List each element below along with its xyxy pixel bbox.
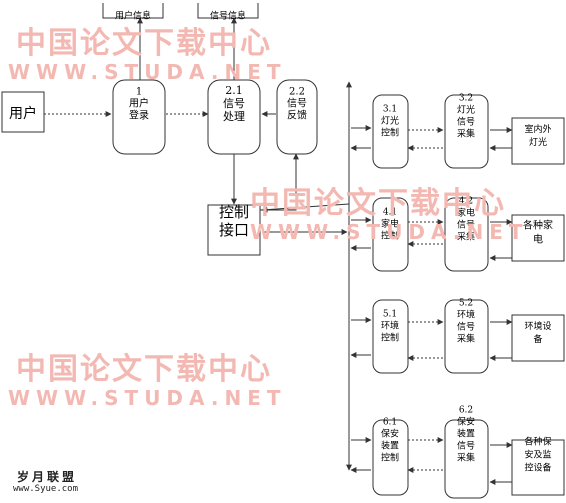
- sec-sig-label-3: 信号: [457, 440, 475, 452]
- signal-proc-label-2: 处理: [223, 110, 245, 123]
- signal-fb-label-1: 信号: [287, 98, 307, 110]
- security-device-box: [511, 439, 565, 496]
- edge-control-fb: [260, 153, 299, 211]
- env-sig-label-0: 5.2: [459, 299, 473, 309]
- security-signal-process: [444, 419, 489, 499]
- appl-sig-label-2: 信号: [457, 219, 475, 231]
- light-control-process: [372, 94, 409, 169]
- user-info-label-0: 用户信息: [115, 10, 151, 22]
- user-box: [1, 91, 45, 133]
- security-control-process: [372, 419, 409, 496]
- light-signal-process: [444, 94, 489, 169]
- appl-sig-label-1: 家电: [457, 207, 475, 219]
- env-sig-label-2: 信号: [457, 321, 475, 333]
- site-logo-url: www.Syue.com: [13, 484, 79, 494]
- signal-process: [207, 79, 261, 155]
- appl-out-label-1: 电: [533, 233, 543, 246]
- env-ctrl-label-1: 环境: [381, 320, 399, 332]
- signal-fb-label-0: 2.2: [289, 87, 305, 98]
- environment-control-process: [372, 299, 409, 374]
- sec-out-label-0: 各种保: [524, 436, 551, 448]
- light-out-label-1: 灯光: [529, 136, 547, 148]
- light-sig-label-3: 采集: [457, 128, 475, 140]
- appliance-signal-process: [444, 197, 489, 272]
- sec-ctrl-label-0: 6.1: [383, 418, 397, 428]
- control-if-label-0: 控制: [219, 203, 249, 221]
- appliance-device-box: [511, 214, 565, 262]
- edge-bus-control-top: [261, 203, 350, 213]
- env-ctrl-label-2: 控制: [381, 332, 399, 344]
- light-sig-label-1: 灯光: [457, 104, 475, 116]
- sec-sig-label-4: 采集: [457, 452, 475, 464]
- sec-ctrl-label-1: 保安: [381, 428, 399, 440]
- appliance-control-process: [372, 197, 409, 272]
- signal-info-label-0: 信号信息: [210, 10, 246, 22]
- sec-sig-label-0: 6.2: [459, 406, 473, 416]
- sec-out-label-1: 安及监: [524, 449, 551, 461]
- light-ctrl-label-1: 灯光: [381, 115, 399, 127]
- light-ctrl-label-0: 3.1: [383, 105, 397, 115]
- signal-feedback-process: [276, 79, 318, 155]
- sec-sig-label-1: 保安: [457, 416, 475, 428]
- light-sig-label-2: 信号: [457, 116, 475, 128]
- site-logo-text: 岁月联盟: [17, 470, 78, 484]
- light-device-box: [511, 117, 565, 165]
- login-label-1: 用户: [129, 97, 149, 110]
- environment-device-box: [511, 314, 565, 362]
- sec-ctrl-label-2: 装置: [381, 440, 399, 452]
- appl-sig-label-3: 采集: [457, 231, 475, 243]
- env-out-label-1: 备: [533, 333, 542, 345]
- sec-sig-label-2: 装置: [457, 428, 475, 440]
- control-if-label-1: 接口: [219, 221, 249, 239]
- signal-proc-label-0: 2.1: [225, 84, 243, 97]
- env-sig-label-3: 采集: [457, 333, 475, 345]
- light-sig-label-0: 3.2: [459, 94, 473, 104]
- appl-ctrl-label-0: 4.1: [383, 208, 397, 218]
- signal-info-store: [197, 3, 259, 19]
- signal-fb-label-2: 反馈: [287, 109, 307, 122]
- login-label-2: 登录: [129, 109, 149, 122]
- env-ctrl-label-0: 5.1: [383, 310, 397, 320]
- control-interface-box: [207, 204, 261, 256]
- appl-out-label-0: 各种家: [523, 219, 553, 232]
- env-sig-label-1: 环境: [457, 309, 475, 321]
- appl-sig-label-0: 4.2: [459, 197, 473, 207]
- user-info-store: [102, 3, 164, 19]
- login-process: [112, 79, 166, 155]
- user-label-0: 用户: [9, 105, 37, 122]
- env-out-label-0: 环境设: [524, 320, 551, 332]
- login-label-0: 1: [136, 87, 142, 98]
- sec-out-label-2: 控设备: [524, 462, 551, 474]
- appl-ctrl-label-1: 家电: [381, 218, 399, 230]
- appl-ctrl-label-2: 控制: [381, 230, 399, 242]
- sec-ctrl-label-3: 控制: [381, 452, 399, 464]
- environment-signal-process: [444, 299, 489, 374]
- light-ctrl-label-2: 控制: [381, 127, 399, 139]
- signal-proc-label-1: 信号: [223, 97, 245, 110]
- light-out-label-0: 室内外: [524, 123, 551, 135]
